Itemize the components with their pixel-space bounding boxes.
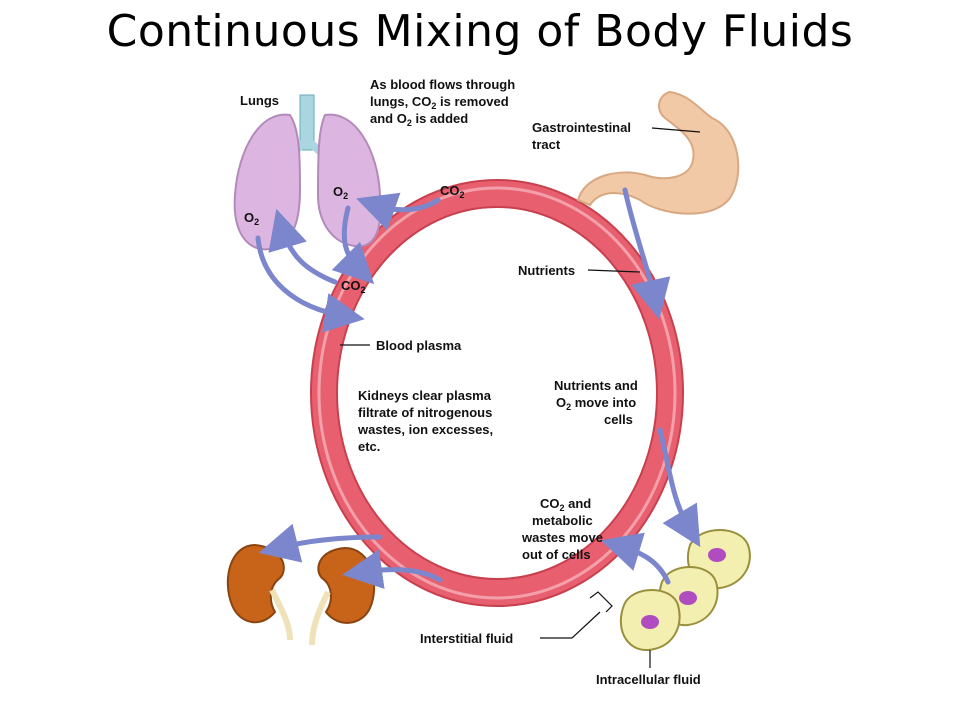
wastes-out-arrow (600, 532, 671, 585)
to-left-kidney-arrow (258, 523, 383, 563)
nutrients-arrow (622, 187, 671, 320)
o2-right-lung-label: O2 (333, 184, 348, 201)
lungs-note-line3: and O2 is added (370, 111, 468, 128)
nutrients-into-cells-arrow (657, 427, 701, 548)
cells-icon (619, 529, 751, 652)
lungs-note-line1: As blood flows through (370, 77, 515, 92)
intracellular-fluid-label: Intracellular fluid (596, 672, 701, 687)
to-right-kidney-arrow (342, 549, 443, 589)
o2-into-blood-arrow (331, 205, 375, 285)
nutrients-o2-note-line2: O2 move into (556, 395, 636, 412)
page-title: Continuous Mixing of Body Fluids (106, 6, 854, 57)
co2-mid-label: CO2 (341, 278, 366, 295)
gi-tract-label-line2: tract (532, 137, 561, 152)
kidneys-note-line1: Kidneys clear plasma (358, 388, 492, 403)
leader-lines (340, 127, 701, 668)
co2-waste-note-line3: wastes move (521, 530, 603, 545)
gi-tract-label-line1: Gastrointestinal (532, 120, 631, 135)
o2-left-lung-label: O2 (244, 210, 259, 227)
kidneys-note-line2: filtrate of nitrogenous (358, 405, 492, 420)
kidneys-icon (226, 543, 376, 646)
lungs-label: Lungs (240, 93, 279, 108)
blood-plasma-ring (310, 179, 684, 607)
o2-to-plasma-arrow (255, 235, 365, 333)
co2-waste-note-line4: out of cells (522, 547, 591, 562)
interstitial-fluid-label: Interstitial fluid (420, 631, 513, 646)
nutrients-o2-note-line3: cells (604, 412, 633, 427)
nutrients-label: Nutrients (518, 263, 575, 278)
co2-waste-note-line1: CO2 and (540, 496, 591, 513)
co2-waste-note-line2: metabolic (532, 513, 593, 528)
co2-out-arrow (268, 208, 338, 285)
blood-plasma-label: Blood plasma (376, 338, 462, 353)
co2-top-label: CO2 (440, 183, 465, 200)
kidneys-note-line3: wastes, ion excesses, (357, 422, 493, 437)
stomach-icon (576, 90, 740, 215)
flow-arrows (255, 187, 701, 589)
nutrients-o2-note-line1: Nutrients and (554, 378, 638, 393)
co2-to-lungs-arrow (356, 192, 441, 231)
lungs-icon (233, 94, 382, 251)
lungs-note-line2: lungs, CO2 is removed (370, 94, 509, 111)
kidneys-note-line4: etc. (358, 439, 380, 454)
